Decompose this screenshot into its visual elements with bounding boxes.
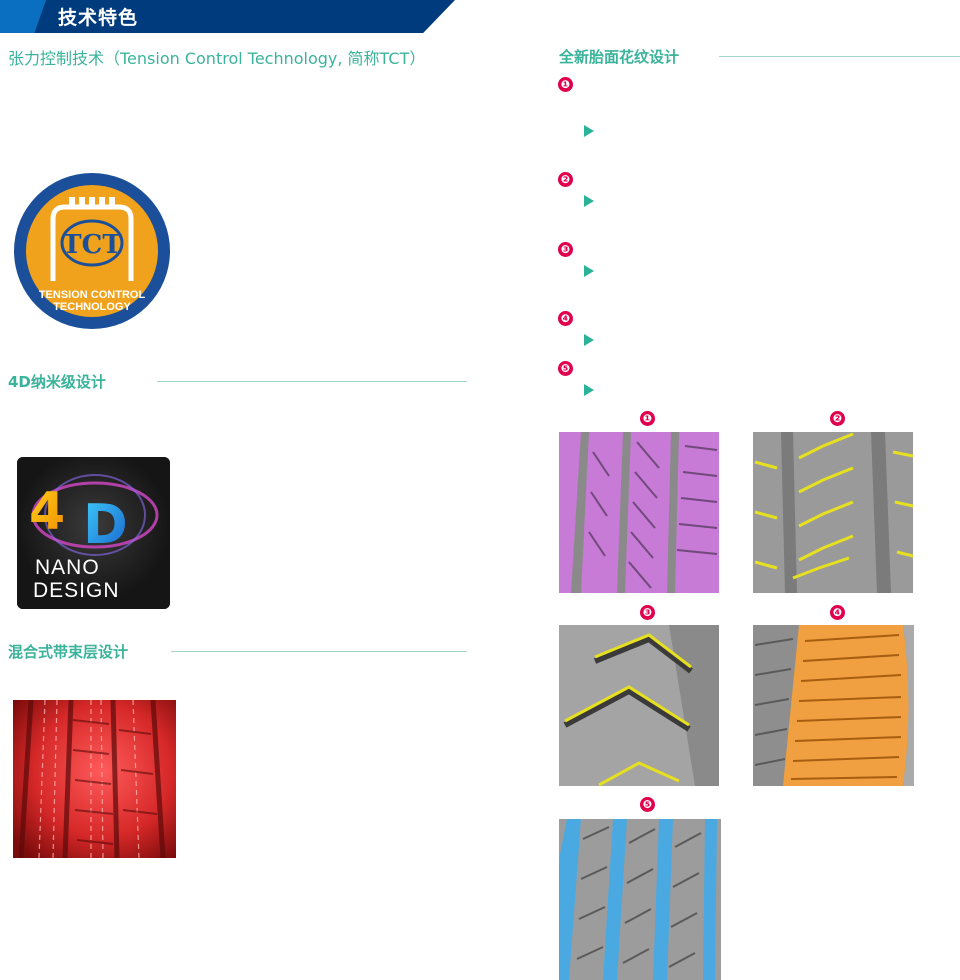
nano-design-logo: 4 D NANO DESIGN bbox=[17, 457, 170, 609]
tread-image-1 bbox=[559, 432, 719, 593]
bullet-arrow-icon bbox=[584, 265, 594, 277]
tread-image-3 bbox=[559, 625, 719, 786]
tread-image-label-1: ❶ bbox=[640, 411, 655, 426]
tct-logo-line1: TENSION CONTROL bbox=[39, 289, 146, 301]
section-title-tread: 全新胎面花纹设计 bbox=[559, 48, 680, 66]
section-rule-tread bbox=[719, 56, 960, 57]
bullet-arrow-icon bbox=[584, 334, 594, 346]
tread-image-label-2: ❷ bbox=[830, 411, 845, 426]
section-rule-belt bbox=[171, 651, 467, 652]
hybrid-belt-image bbox=[13, 700, 176, 858]
list-marker-2: ❷ bbox=[558, 172, 573, 187]
list-marker-5: ❺ bbox=[558, 361, 573, 376]
tread-image-5 bbox=[559, 819, 721, 980]
tct-logo: TCT TENSION CONTROL TECHNOLOGY bbox=[13, 171, 171, 331]
svg-text:4: 4 bbox=[29, 482, 65, 542]
list-marker-4: ❹ bbox=[558, 311, 573, 326]
list-marker-3: ❸ bbox=[558, 242, 573, 257]
page-title: 技术特色 bbox=[58, 7, 139, 29]
list-marker-1: ❶ bbox=[558, 77, 573, 92]
tread-image-label-5: ❺ bbox=[640, 797, 655, 812]
nano-logo-line1: NANO bbox=[35, 556, 100, 579]
tread-image-label-4: ❹ bbox=[830, 605, 845, 620]
bullet-arrow-icon bbox=[584, 195, 594, 207]
header-banner bbox=[0, 0, 455, 33]
tread-image-label-3: ❸ bbox=[640, 605, 655, 620]
nano-logo-line2: DESIGN bbox=[33, 579, 120, 602]
bullet-arrow-icon bbox=[584, 384, 594, 396]
svg-text:D: D bbox=[83, 493, 128, 556]
tread-image-2 bbox=[753, 432, 913, 593]
bullet-arrow-icon bbox=[584, 125, 594, 137]
section-title-nano: 4D纳米级设计 bbox=[8, 373, 106, 391]
section-rule-nano bbox=[157, 381, 467, 382]
section-title-belt: 混合式带束层设计 bbox=[8, 643, 129, 661]
tct-logo-text: TCT bbox=[62, 230, 122, 260]
section-title-tct: 张力控制技术（Tension Control Technology, 简称TCT… bbox=[8, 49, 426, 68]
tread-image-4 bbox=[753, 625, 914, 786]
tct-logo-line2: TECHNOLOGY bbox=[53, 301, 131, 313]
